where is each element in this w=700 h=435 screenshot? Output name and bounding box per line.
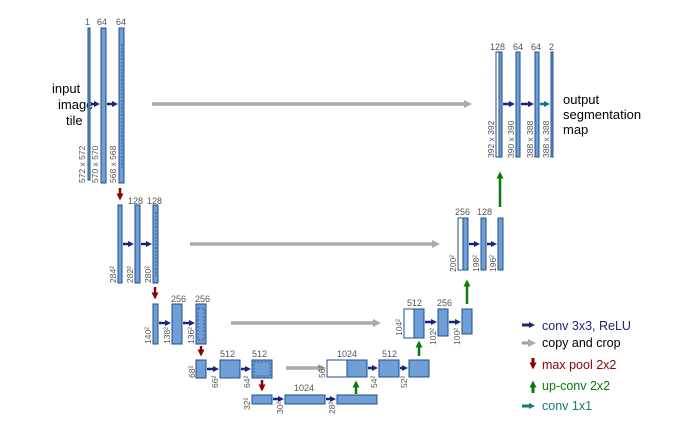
feature-map-l2-pool xyxy=(117,204,123,284)
feature-map-l5-pool xyxy=(251,394,273,405)
feature-map-l5-conv1 xyxy=(284,394,326,405)
feature-map-output xyxy=(550,51,554,158)
feature-map-l3-conv1 xyxy=(171,303,183,345)
channel-label-u1-3: 64 xyxy=(531,42,541,52)
crop-boundary-l4 xyxy=(253,361,271,377)
dim-label-l3-3: 136² xyxy=(186,327,196,344)
feature-map-u2-conv1 xyxy=(480,217,487,271)
legend: conv 3x3, ReLU copy and crop max pool 2x… xyxy=(522,319,631,413)
dim-label-u1-2: 390 x 390 xyxy=(506,120,516,158)
legend-up-conv: up-conv 2x2 xyxy=(542,379,610,393)
input-label-line-1: input xyxy=(52,81,81,96)
crop-boundary-l3 xyxy=(197,307,205,341)
dim-label-u4-1: 56² xyxy=(317,366,327,378)
dim-label-l3-2: 138² xyxy=(162,327,172,344)
legend-conv: conv 3x3, ReLU xyxy=(542,319,631,333)
feature-map-l5-conv2 xyxy=(336,394,378,405)
channel-label-l2-1: 128 xyxy=(128,196,143,206)
feature-map-l2-conv1 xyxy=(134,204,141,284)
legend-conv1x1: conv 1x1 xyxy=(542,399,592,413)
feature-map-u3-upconv xyxy=(413,308,425,339)
feature-map-l3-conv2 xyxy=(195,303,207,345)
input-label-line-3: tile xyxy=(66,113,83,128)
channel-label-l1-3: 64 xyxy=(116,17,126,27)
dim-label-u2-3: 196² xyxy=(488,255,498,272)
channel-label-l4-2: 512 xyxy=(252,349,267,359)
feature-map-l3-pool xyxy=(152,303,159,345)
dim-label-l1-2: 570 x 570 xyxy=(90,145,100,183)
feature-map-u3-copy xyxy=(403,308,415,339)
feature-map-l2-conv2 xyxy=(152,204,159,284)
dim-label-l3-1: 140² xyxy=(143,327,153,344)
dim-label-u3-1: 104² xyxy=(394,319,404,336)
channel-label-u1-1: 128 xyxy=(490,42,505,52)
dim-label-l2-1: 284² xyxy=(108,266,118,283)
dim-label-l5-3: 28² xyxy=(327,402,337,414)
channel-label-u1-2: 64 xyxy=(513,42,523,52)
channel-label-u4-1: 1024 xyxy=(337,349,357,359)
feature-map-l4-pool xyxy=(195,359,207,379)
channel-label-u2-1: 256 xyxy=(455,207,470,217)
dim-label-u4-3: 52² xyxy=(399,376,409,388)
channel-label-l3-1: 256 xyxy=(171,294,186,304)
feature-map-input xyxy=(87,27,91,181)
input-label-line-2: image xyxy=(58,97,93,112)
feature-map-u2-upconv xyxy=(462,217,469,271)
feature-map-u2-copy xyxy=(457,217,464,271)
feature-map-u4-upconv xyxy=(346,359,368,378)
feature-map-u3-conv1 xyxy=(437,308,449,337)
dim-label-u2-1: 200² xyxy=(448,255,458,272)
feature-map-u4-copy xyxy=(326,359,348,378)
feature-map-u1-conv1 xyxy=(515,51,521,158)
channel-label-u3-2: 256 xyxy=(437,298,452,308)
feature-map-l4-conv2 xyxy=(251,359,273,379)
channel-label-u3-1: 512 xyxy=(407,298,422,308)
dim-label-l4-3: 64² xyxy=(242,376,252,388)
dim-label-u3-3: 100² xyxy=(452,328,462,345)
legend-max-pool: max pool 2x2 xyxy=(542,358,616,372)
dim-label-l4-2: 66² xyxy=(210,376,220,388)
dim-label-l1-3: 568 x 568 xyxy=(108,145,118,183)
feature-map-l1-conv2 xyxy=(118,27,125,184)
channel-label-l1-2: 64 xyxy=(97,17,107,27)
dim-label-l1-1: 572 x 572 xyxy=(77,145,87,183)
output-label-line-3: map xyxy=(563,122,588,137)
dim-label-u1-3: 388 x 388 xyxy=(525,120,535,158)
dim-label-u1-4: 388 x 388 xyxy=(541,120,551,158)
dim-label-l5-1: 32² xyxy=(242,398,252,410)
channel-label-l5-1: 1024 xyxy=(294,383,314,393)
channel-label-l2-2: 128 xyxy=(147,196,162,206)
dim-label-l2-3: 280² xyxy=(143,266,153,283)
feature-map-u4-conv2 xyxy=(408,359,430,378)
feature-map-u1-conv2 xyxy=(534,51,540,158)
dim-label-u1-1: 392 x 392 xyxy=(486,120,496,158)
feature-map-l4-conv1 xyxy=(219,359,241,379)
output-label-line-2: segmentation xyxy=(563,107,641,122)
channel-label-l1-1: 1 xyxy=(85,17,90,27)
channel-label-u4-2: 512 xyxy=(382,349,397,359)
dim-label-u3-2: 102² xyxy=(428,328,438,345)
feature-map-l1-conv1 xyxy=(100,27,107,184)
output-label-line-1: output xyxy=(563,92,600,107)
dim-label-u4-2: 54² xyxy=(369,376,379,388)
feature-map-u3-conv2 xyxy=(461,308,473,335)
feature-map-u4-conv1 xyxy=(378,359,400,378)
legend-copy-crop: copy and crop xyxy=(542,336,621,350)
dim-label-u2-2: 198² xyxy=(471,255,481,272)
channel-label-u1-4: 2 xyxy=(549,42,554,52)
channel-label-l3-2: 256 xyxy=(195,294,210,304)
dim-label-l4-1: 68² xyxy=(187,366,197,378)
feature-map-u2-conv2 xyxy=(497,217,504,271)
dim-label-l2-2: 282² xyxy=(125,266,135,283)
feature-map-u1-upconv xyxy=(498,51,503,158)
channel-label-l4-1: 512 xyxy=(220,349,235,359)
dim-label-l5-2: 30² xyxy=(275,402,285,414)
channel-label-u2-2: 128 xyxy=(477,207,492,217)
